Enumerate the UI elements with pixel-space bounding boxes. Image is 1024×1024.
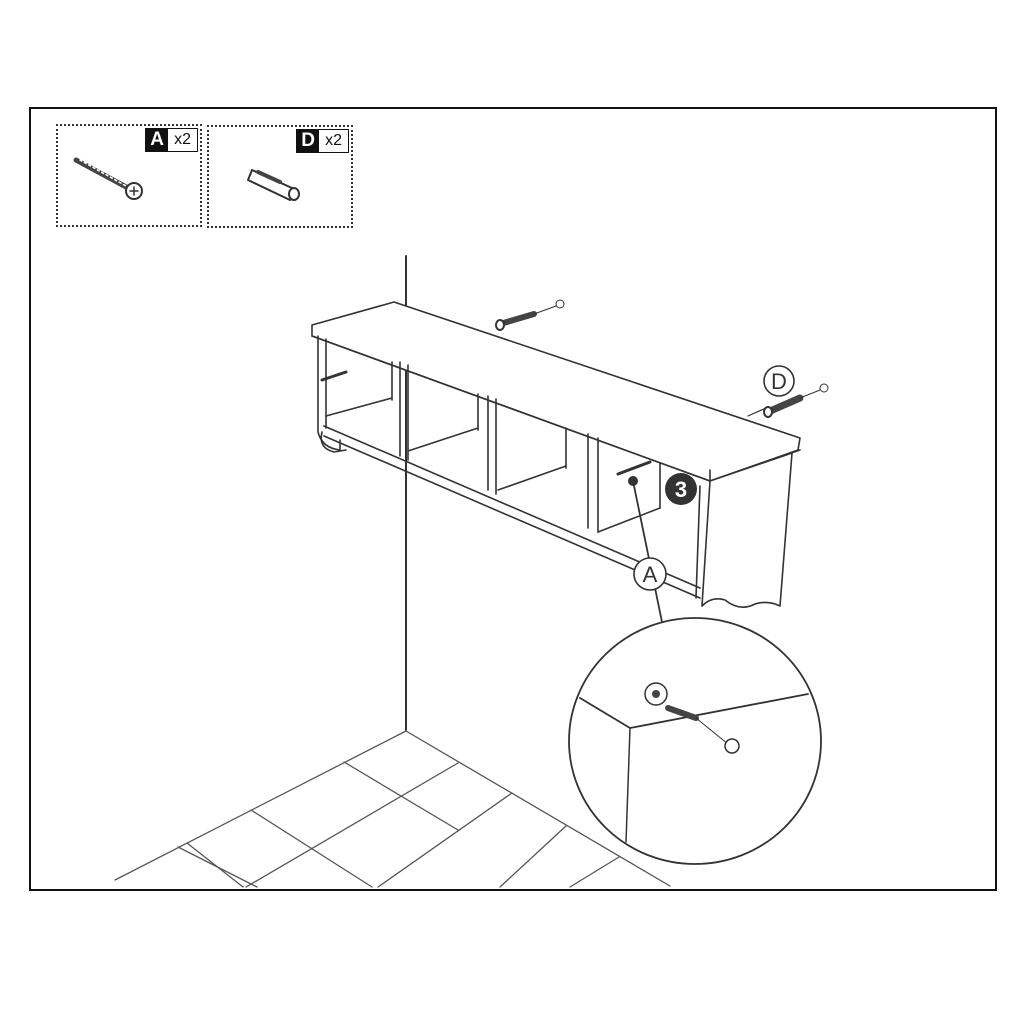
wall-anchor-right xyxy=(747,383,829,418)
floor-tiles xyxy=(114,730,671,888)
wall-anchor-icon xyxy=(247,169,300,201)
part-badge-a: A x2 xyxy=(145,128,198,152)
part-quantity: x2 xyxy=(174,131,191,148)
callout-d-label: D xyxy=(771,369,787,394)
part-quantity: x2 xyxy=(325,132,342,149)
screw-icon xyxy=(73,157,143,200)
part-letter: A xyxy=(146,129,169,151)
callout-d: D xyxy=(763,365,795,397)
callout-a: A xyxy=(633,557,667,591)
wall-anchor-top xyxy=(495,299,565,331)
part-box-d: D x2 xyxy=(207,125,353,228)
part-badge-d: D x2 xyxy=(296,129,349,153)
part-letter: D xyxy=(297,130,320,152)
step-number: 3 xyxy=(675,477,687,502)
detail-magnifier xyxy=(568,617,822,865)
callout-a-label: A xyxy=(643,562,658,587)
step-number-badge: 3 xyxy=(665,473,697,505)
diagram-frame xyxy=(29,107,997,891)
part-box-a: A x2 xyxy=(56,124,202,227)
wall-shelf xyxy=(311,301,801,608)
